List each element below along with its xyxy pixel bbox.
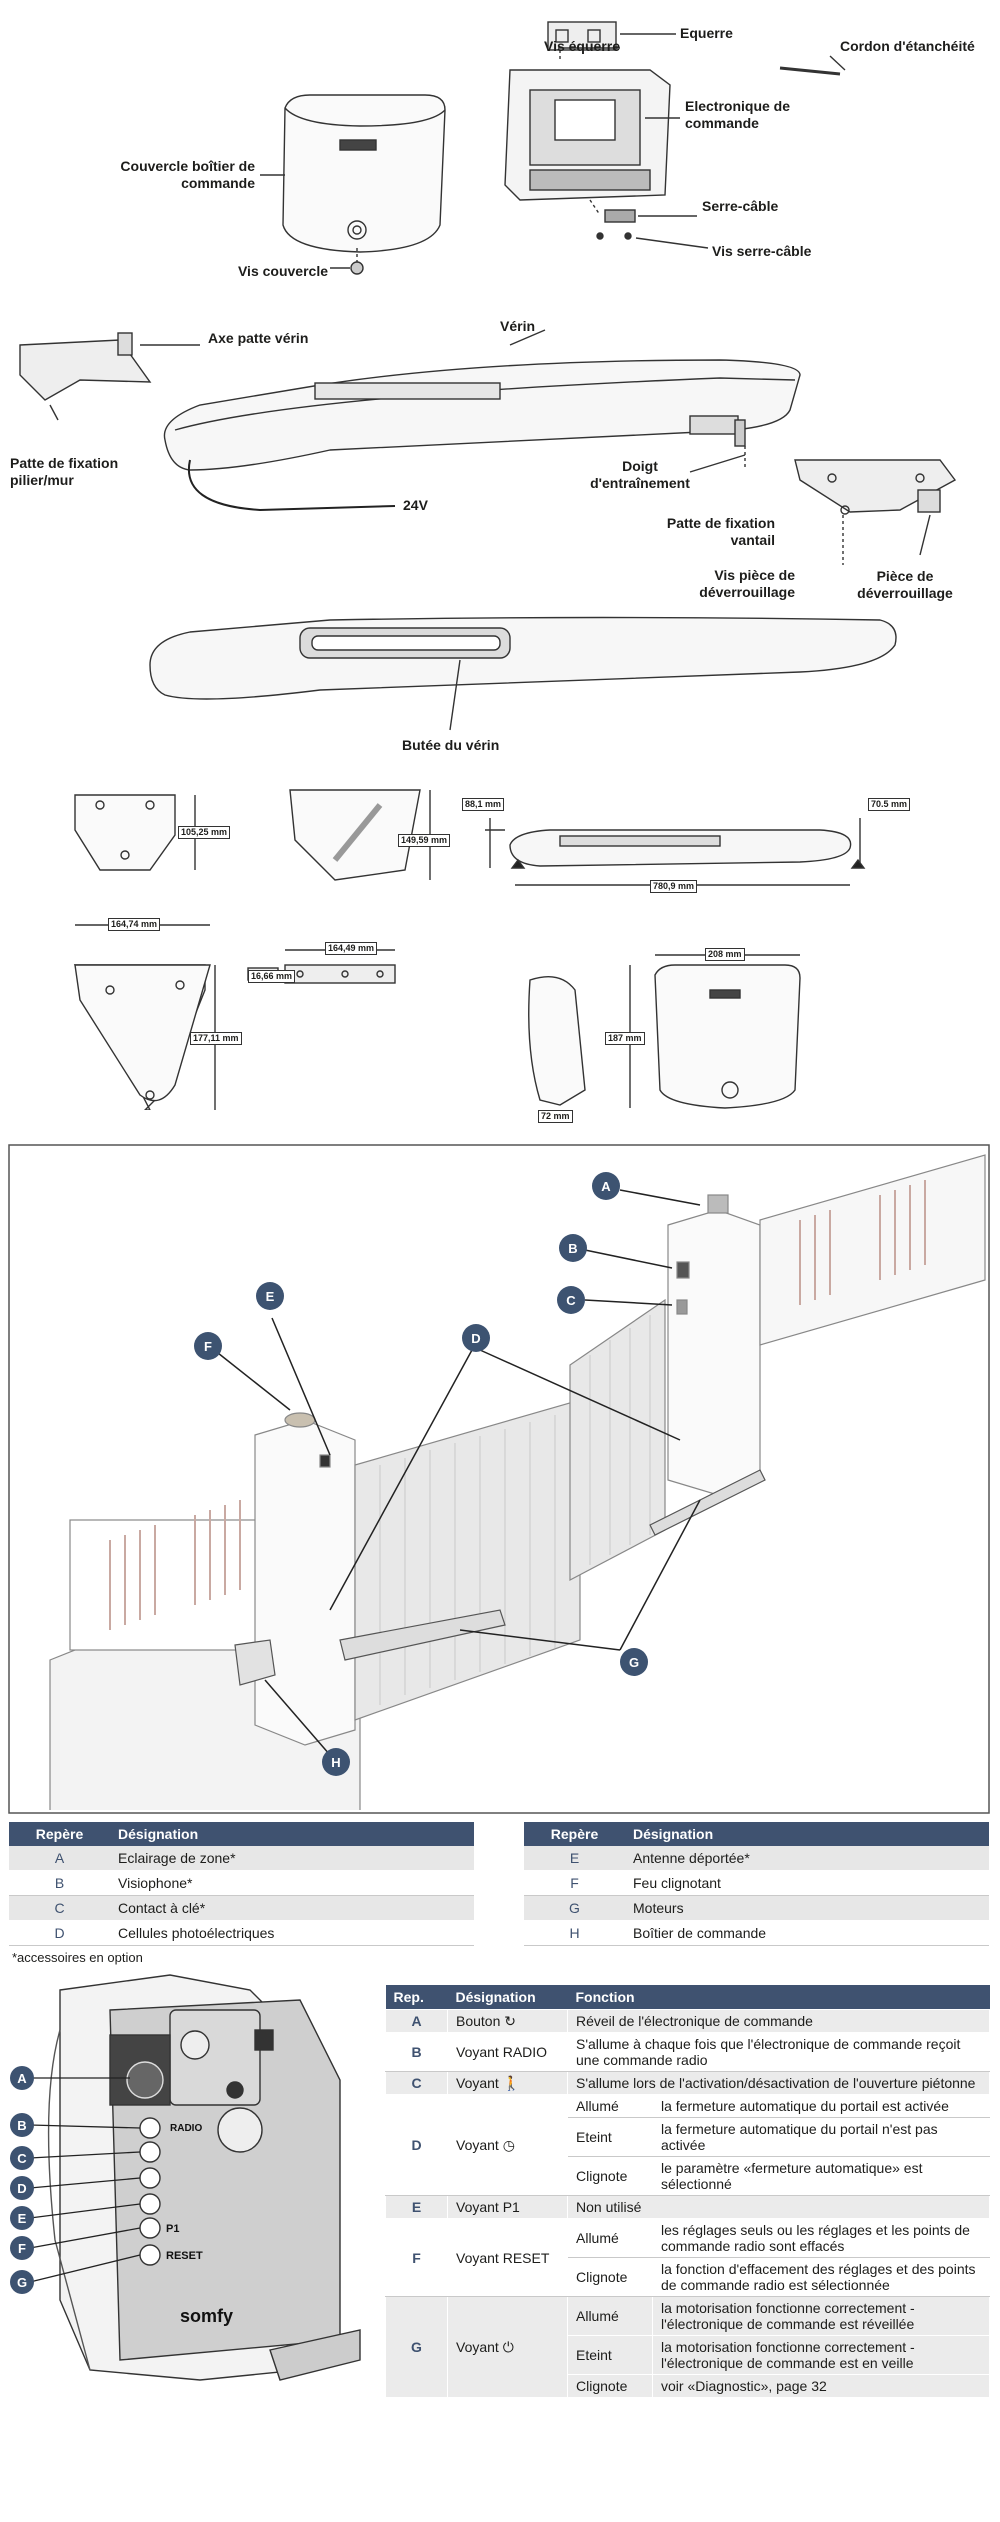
- svg-text:G: G: [17, 2275, 27, 2290]
- dim-88: 88,1 mm: [462, 798, 505, 811]
- svg-text:D: D: [17, 2181, 26, 2196]
- dim-70: 70.5 mm: [868, 798, 911, 811]
- power-icon: ⏻: [502, 2339, 514, 2355]
- board-illustration: RADIO P1 RESET somfy A B C D E F G: [10, 1974, 361, 2381]
- board-radio-label: RADIO: [170, 2123, 202, 2134]
- table-row: Clignote le paramètre «fermeture automat…: [386, 2156, 990, 2196]
- label-vis-couvercle: Vis couvercle: [237, 263, 328, 279]
- board-marker-g: G: [10, 2270, 34, 2294]
- table-row: Clignote voir «Diagnostic», page 32: [386, 2374, 990, 2398]
- dim-208: 208 mm: [705, 948, 745, 961]
- label-voltage: 24V: [403, 497, 428, 513]
- svg-text:F: F: [18, 2241, 26, 2256]
- dim-149: 149,59 mm: [398, 834, 451, 847]
- dim-16: 16,66 mm: [248, 970, 296, 983]
- board-p1-label: P1: [166, 2223, 179, 2235]
- label-equerre: Equerre: [680, 25, 733, 41]
- board-marker-c: C: [10, 2146, 34, 2170]
- label-vis-piece: Vis pièce de déverrouillage: [699, 567, 795, 600]
- label-electronique: Electronique de commande: [685, 98, 791, 131]
- label-couvercle: Couvercle boîtier de commande: [120, 158, 255, 191]
- label-doigt: Doigt d'entraînement: [590, 458, 690, 491]
- accessories-note: *accessoires en option: [12, 1950, 143, 1965]
- col-repere: Repère: [9, 1822, 110, 1846]
- col-designation: Désignation: [447, 1985, 568, 2010]
- svg-text:A: A: [17, 2071, 27, 2086]
- table-row: E Voyant P1 Non utilisé: [385, 2195, 990, 2219]
- table-row: Clignote la fonction d'effacement des ré…: [386, 2257, 990, 2297]
- board-marker-f: F: [10, 2236, 34, 2260]
- svg-text:C: C: [17, 2151, 27, 2166]
- board-marker-a: A: [10, 2066, 34, 2090]
- dim-105: 105,25 mm: [178, 826, 231, 839]
- col-designation: Désignation: [625, 1822, 989, 1846]
- col-rep: Rep.: [385, 1985, 448, 2010]
- board-reset-label: RESET: [166, 2250, 203, 2262]
- dim-187: 187 mm: [605, 1032, 645, 1045]
- board-marker-d: D: [10, 2176, 34, 2200]
- col-repere: Repère: [524, 1822, 625, 1846]
- auto-close-icon: ◷: [502, 2137, 515, 2153]
- board-marker-e: E: [10, 2206, 34, 2230]
- label-vis-equerre: Vis équerre: [543, 38, 620, 54]
- table-row: F Voyant RESET Allumé les réglages seuls…: [385, 2218, 990, 2297]
- label-serre-cable: Serre-câble: [702, 198, 779, 214]
- table-row: B Voyant RADIO S'allume à chaque fois qu…: [385, 2032, 990, 2072]
- board-marker-b: B: [10, 2113, 34, 2137]
- installation-diagram: [8, 1144, 990, 1814]
- table-row: G Voyant ⏻ Allumé la motorisation foncti…: [385, 2296, 990, 2398]
- svg-text:E: E: [18, 2211, 27, 2226]
- label-butee: Butée du vérin: [402, 737, 500, 753]
- table-row: D Voyant ◷ Allumé la fermeture automatiq…: [385, 2094, 990, 2196]
- label-axe-patte: Axe patte vérin: [208, 330, 309, 346]
- col-designation: Désignation: [110, 1822, 474, 1846]
- table-row: C Voyant 🚶 S'allume lors de l'activation…: [385, 2071, 990, 2095]
- dim-164-49: 164,49 mm: [325, 942, 378, 955]
- label-vis-serre-cable: Vis serre-câble: [712, 243, 812, 259]
- pedestrian-icon: 🚶: [502, 2075, 521, 2091]
- label-verin: Vérin: [500, 318, 536, 334]
- dim-177: 177,11 mm: [190, 1032, 242, 1045]
- label-patte-pilier: Patte de fixation pilier/mur: [10, 455, 119, 488]
- wake-icon: ↻: [504, 2013, 516, 2029]
- table-row: Eteint la motorisation fonctionne correc…: [386, 2335, 990, 2375]
- dim-780: 780,9 mm: [650, 880, 698, 893]
- label-piece: Pièce de déverrouillage: [857, 568, 953, 601]
- function-table: Rep. Désignation Fonction A Bouton ↻ Rév…: [385, 1985, 990, 2398]
- label-patte-vantail: Patte de fixation vantail: [666, 515, 775, 548]
- dim-72: 72 mm: [538, 1110, 573, 1123]
- col-fonction: Fonction: [567, 1985, 990, 2010]
- dim-164-74: 164,74 mm: [108, 918, 161, 931]
- table-row: A Bouton ↻ Réveil de l'électronique de c…: [385, 2009, 990, 2033]
- board-brand: somfy: [180, 2306, 233, 2326]
- svg-text:B: B: [17, 2118, 26, 2133]
- label-cordon: Cordon d'étanchéité: [840, 38, 975, 54]
